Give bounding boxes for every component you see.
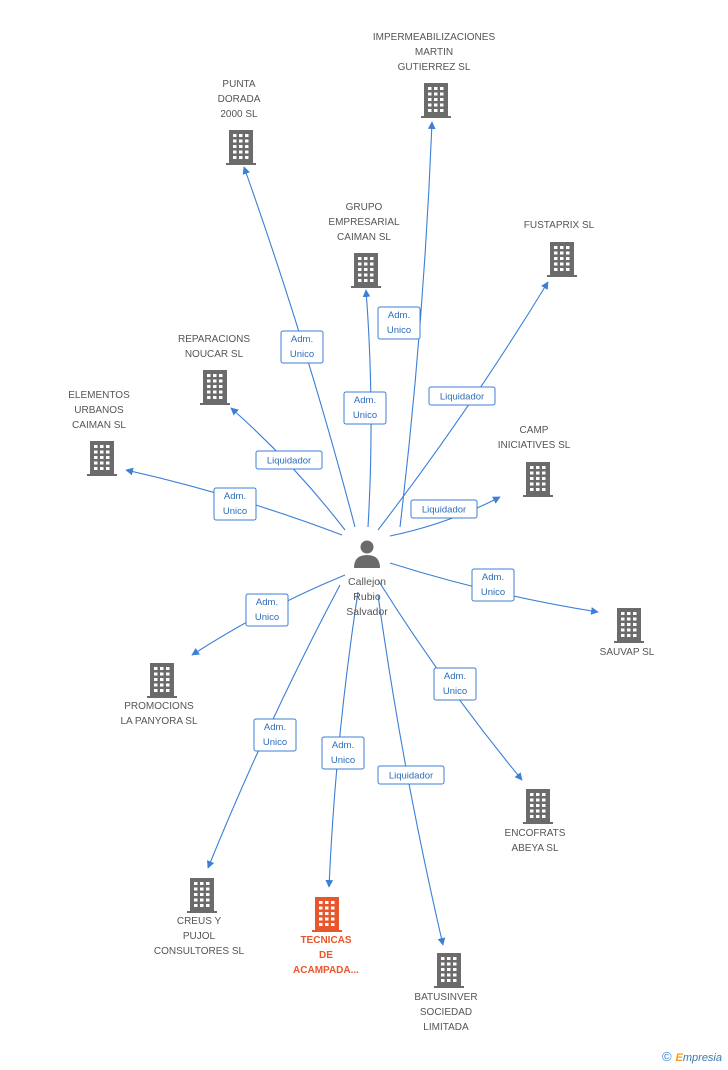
- relation-label-reparacions[interactable]: Liquidador: [255, 450, 323, 470]
- building-icon-creus[interactable]: [187, 878, 217, 913]
- building-icon-fustaprix[interactable]: [547, 242, 577, 277]
- relation-label-creus[interactable]: Adm. Unico: [253, 718, 297, 752]
- building-icon-batusinver[interactable]: [434, 953, 464, 988]
- relation-text: Unico: [331, 755, 355, 766]
- company-label-impermeabilizaciones: MARTIN: [415, 47, 453, 58]
- building-icon-sauvap[interactable]: [614, 608, 644, 643]
- relation-text: Adm.: [291, 334, 313, 345]
- company-label-tecnicas: DE: [319, 950, 333, 961]
- company-label-creus: CREUS Y: [177, 916, 222, 927]
- company-label-promocions: PROMOCIONS: [124, 701, 194, 712]
- company-label-elementos: URBANOS: [74, 405, 124, 416]
- company-label-reparacions: REPARACIONS: [178, 334, 250, 345]
- company-label-tecnicas: ACAMPADA...: [293, 965, 359, 976]
- relation-text: Unico: [263, 737, 287, 748]
- relation-label-fustaprix[interactable]: Liquidador: [428, 386, 496, 406]
- relation-text: Unico: [387, 325, 411, 336]
- company-label-reparacions: NOUCAR SL: [185, 349, 244, 360]
- company-label-encofrats: ABEYA SL: [511, 843, 559, 854]
- company-label-punta-dorada: PUNTA: [222, 79, 255, 90]
- company-label-impermeabilizaciones: GUTIERREZ SL: [398, 62, 471, 73]
- building-icon-punta-dorada[interactable]: [226, 130, 256, 165]
- company-label-batusinver: SOCIEDAD: [420, 1007, 472, 1018]
- relation-text: Adm.: [332, 740, 354, 751]
- relation-text: Adm.: [444, 671, 466, 682]
- company-label-batusinver: BATUSINVER: [414, 992, 477, 1003]
- person-name-line: Rubio: [353, 591, 381, 603]
- building-icon-grupo-empresarial[interactable]: [351, 253, 381, 288]
- company-label-tecnicas: TECNICAS: [300, 935, 351, 946]
- relation-label-encofrats[interactable]: Adm. Unico: [433, 667, 477, 701]
- company-label-promocions: LA PANYORA SL: [120, 716, 198, 727]
- building-icon-encofrats[interactable]: [523, 789, 553, 824]
- building-icon-impermeabilizaciones[interactable]: [421, 83, 451, 118]
- relation-text: Liquidador: [267, 456, 311, 467]
- relation-text: Unico: [223, 506, 247, 517]
- person-name-line: Salvador: [346, 606, 388, 618]
- relation-text: Adm.: [264, 722, 286, 733]
- building-icon-reparacions[interactable]: [200, 370, 230, 405]
- footer-brand[interactable]: ©Empresia: [662, 1049, 722, 1064]
- relation-text: Liquidador: [440, 392, 484, 403]
- brand-initial: E: [675, 1052, 683, 1064]
- company-label-grupo-empresarial: EMPRESARIAL: [328, 217, 400, 228]
- company-label-fustaprix: FUSTAPRIX SL: [524, 220, 595, 231]
- company-label-elementos: CAIMAN SL: [72, 420, 126, 431]
- building-icon-elementos[interactable]: [87, 441, 117, 476]
- company-label-punta-dorada: 2000 SL: [220, 109, 258, 120]
- company-label-batusinver: LIMITADA: [423, 1022, 469, 1033]
- company-label-encofrats: ENCOFRATS: [505, 828, 566, 839]
- relation-text: Unico: [290, 349, 314, 360]
- relation-labels-layer: Adm.UnicoAdm.UnicoAdm.UnicoLiquidadorLiq…: [213, 306, 515, 785]
- relation-text: Unico: [353, 410, 377, 421]
- relation-label-punta-dorada[interactable]: Adm. Unico: [280, 330, 324, 364]
- relation-label-sauvap[interactable]: Adm. Unico: [471, 568, 515, 602]
- building-icon-promocions[interactable]: [147, 663, 177, 698]
- relation-label-promocions[interactable]: Adm. Unico: [245, 593, 289, 627]
- relation-text: Adm.: [388, 310, 410, 321]
- relation-text: Adm.: [256, 597, 278, 608]
- person-icon[interactable]: [354, 540, 380, 569]
- edge-fustaprix: [377, 281, 549, 531]
- relation-text: Unico: [255, 612, 279, 623]
- company-label-punta-dorada: DORADA: [218, 94, 261, 105]
- building-icon-camp[interactable]: [523, 462, 553, 497]
- company-label-elementos: ELEMENTOS: [68, 390, 130, 401]
- relation-label-camp[interactable]: Liquidador: [410, 499, 478, 519]
- relation-label-elementos[interactable]: Adm. Unico: [213, 487, 257, 521]
- relation-text: Liquidador: [422, 505, 466, 516]
- relation-label-grupo-empresarial[interactable]: Adm. Unico: [343, 391, 387, 425]
- relation-text: Adm.: [482, 572, 504, 583]
- company-label-camp: INICIATIVES SL: [498, 440, 571, 451]
- brand-name: mpresia: [682, 1052, 722, 1064]
- company-label-grupo-empresarial: CAIMAN SL: [337, 232, 391, 243]
- edge-camp: [389, 496, 501, 537]
- relation-label-tecnicas[interactable]: Adm. Unico: [321, 736, 365, 770]
- company-label-impermeabilizaciones: IMPERMEABILIZACIONES: [373, 32, 496, 43]
- company-label-grupo-empresarial: GRUPO: [346, 202, 383, 213]
- copyright-symbol: ©: [661, 1049, 672, 1064]
- building-icon-tecnicas[interactable]: [312, 897, 342, 932]
- company-label-creus: PUJOL: [183, 931, 216, 942]
- person-name-line: Callejon: [348, 576, 386, 588]
- company-label-creus: CONSULTORES SL: [154, 946, 245, 957]
- relation-text: Unico: [443, 686, 467, 697]
- relation-label-impermeabilizaciones[interactable]: Adm. Unico: [377, 306, 421, 340]
- relation-text: Adm.: [354, 395, 376, 406]
- company-label-camp: CAMP: [520, 425, 549, 436]
- relation-text: Adm.: [224, 491, 246, 502]
- relation-text: Unico: [481, 587, 505, 598]
- company-label-sauvap: SAUVAP SL: [600, 647, 655, 658]
- relation-text: Liquidador: [389, 771, 433, 782]
- relation-label-batusinver[interactable]: Liquidador: [377, 765, 445, 785]
